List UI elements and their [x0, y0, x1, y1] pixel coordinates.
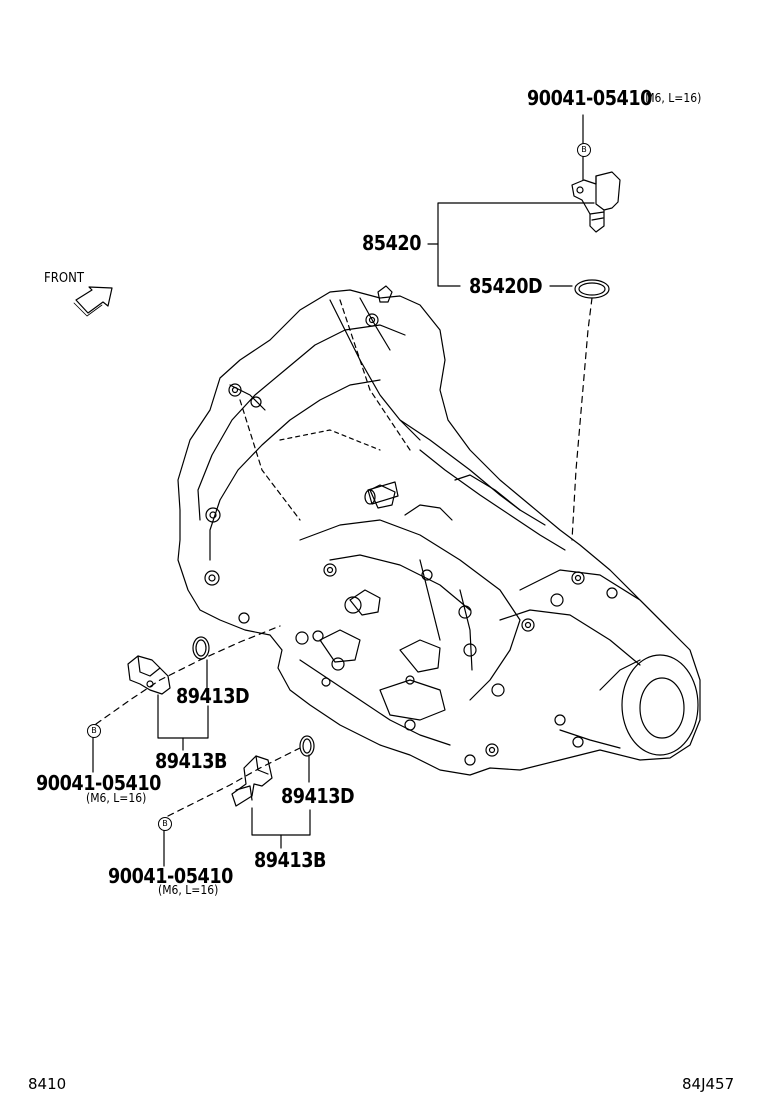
- lower-sensor-leaders: [163, 747, 311, 867]
- top-sensor-part-number[interactable]: 85420: [362, 231, 422, 255]
- oring-top: [574, 279, 610, 299]
- front-arrow-icon: [73, 286, 113, 317]
- left-oring-part-number[interactable]: 89413D: [176, 684, 250, 708]
- left-sensor-leaders: [92, 625, 281, 773]
- oring-lower: [299, 735, 315, 757]
- transmission-housing: [177, 285, 701, 776]
- left-sensor-part-number[interactable]: 89413B: [155, 749, 228, 773]
- speed-sensor-top: [571, 171, 621, 233]
- page-code: 8410: [28, 1075, 67, 1093]
- top-bolt-spec: (M6, L=16): [641, 91, 702, 105]
- top-sensor-leaders: [427, 114, 595, 541]
- lower-bolt-marker-icon: B: [158, 817, 172, 831]
- lower-oring-part-number[interactable]: 89413D: [281, 784, 355, 808]
- front-label: FRONT: [44, 271, 84, 286]
- oring-left: [192, 636, 210, 660]
- left-bolt-part-number[interactable]: 90041-05410: [36, 771, 161, 795]
- lower-bolt-spec: (M6, L=16): [158, 883, 219, 897]
- top-bolt-part-number[interactable]: 90041-05410: [527, 86, 652, 110]
- left-bolt-spec: (M6, L=16): [86, 791, 147, 805]
- lower-sensor-part-number[interactable]: 89413B: [254, 848, 327, 872]
- top-oring-part-number[interactable]: 85420D: [469, 274, 543, 298]
- figure-code: 84J457: [682, 1075, 735, 1093]
- top-bolt-marker-icon: B: [577, 143, 591, 157]
- speed-sensor-lower: [231, 755, 273, 807]
- speed-sensor-left: [127, 655, 171, 695]
- lower-bolt-part-number[interactable]: 90041-05410: [108, 864, 233, 888]
- left-bolt-marker-icon: B: [87, 724, 101, 738]
